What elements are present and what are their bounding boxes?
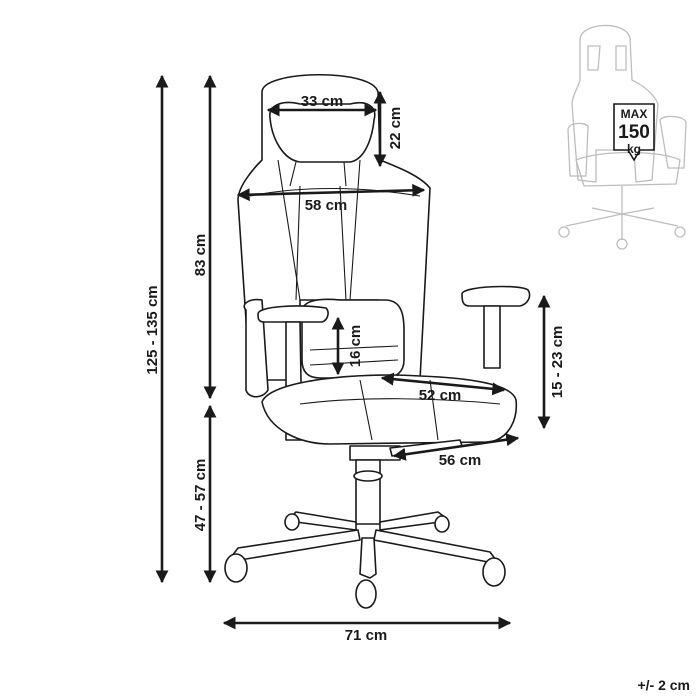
base-leg-front xyxy=(359,537,377,579)
harness-slots xyxy=(289,161,347,301)
right-armrest-post xyxy=(483,305,501,369)
headrest-height-label: 22 cm xyxy=(387,107,404,150)
left-side-panel xyxy=(243,298,269,398)
badge-weight-value: 150 xyxy=(618,122,650,143)
badge-unit-label: kg xyxy=(627,142,641,156)
lumbar-stripes xyxy=(309,345,399,366)
armrest-height-label: 15 - 23 cm xyxy=(549,326,566,399)
left-armrest xyxy=(257,305,329,323)
backrest-width-label: 58 cm xyxy=(305,197,348,214)
backrest-height-label: 83 cm xyxy=(192,234,209,277)
seat xyxy=(261,374,518,445)
thumbnail-headrest xyxy=(587,45,627,71)
headrest-width-label: 33 cm xyxy=(301,93,344,110)
dimension-lines xyxy=(155,74,551,630)
lumbar-pillow xyxy=(301,298,405,379)
thumbnail-base xyxy=(565,186,679,240)
thumbnail-left-arm xyxy=(567,122,589,177)
capacity-thumbnail: MAX 150 kg xyxy=(558,24,687,250)
lumbar-height-label: 16 cm xyxy=(347,325,364,368)
badge-max-label: MAX xyxy=(621,107,648,121)
gas-cylinder xyxy=(355,459,381,525)
base-width-label: 71 cm xyxy=(345,627,388,644)
thumbnail-seat xyxy=(575,151,681,187)
thumbnail-backrest xyxy=(571,24,659,183)
thumbnail-caster-3 xyxy=(616,238,628,250)
seat-width-label: 56 cm xyxy=(439,452,482,469)
base-leg-front-left xyxy=(231,529,361,561)
base-leg-front-right xyxy=(373,529,497,563)
thumbnail-right-arm xyxy=(659,115,687,169)
weight-badge-icon xyxy=(613,103,655,162)
dimension-labels: 125 - 135 cm 83 cm 47 - 57 cm 33 cm 22 c… xyxy=(144,93,566,644)
thumbnail-caster-2 xyxy=(674,226,686,238)
seat-depth-label: 52 cm xyxy=(419,387,462,404)
caster-back-right xyxy=(434,515,450,533)
headrest-pillow xyxy=(269,101,376,163)
backrest-width-arrow xyxy=(236,183,426,202)
cylinder-cover xyxy=(353,470,383,482)
thumbnail-caster-1 xyxy=(558,226,570,238)
tolerance-note: +/- 2 cm xyxy=(637,677,690,693)
caster-right xyxy=(482,557,506,587)
seat-height-label: 47 - 57 cm xyxy=(192,459,209,532)
seat-depth-arrow xyxy=(380,372,506,396)
seat-width-arrow xyxy=(392,433,520,461)
caster-back-left xyxy=(284,513,300,531)
total-height-label: 125 - 135 cm xyxy=(144,285,161,374)
right-armrest xyxy=(461,285,531,307)
chair-drawing xyxy=(224,73,531,609)
caster-front xyxy=(355,579,377,609)
base-leg-back-left xyxy=(289,511,357,531)
caster-left xyxy=(224,553,248,583)
